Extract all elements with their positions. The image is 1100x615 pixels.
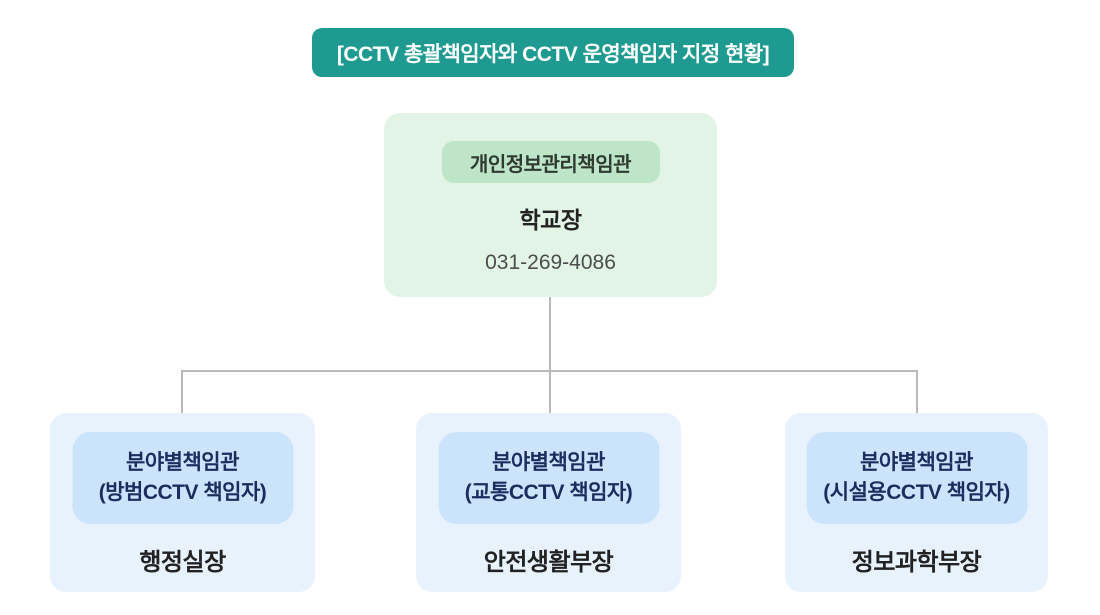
child-node-facility-cctv: 분야별책임관 (시설용CCTV 책임자) 정보과학부장 — [785, 413, 1048, 592]
child-node-crime-cctv: 분야별책임관 (방범CCTV 책임자) 행정실장 — [50, 413, 315, 592]
connector-stub-right — [916, 370, 918, 413]
connector-stub-middle — [549, 370, 551, 413]
child-role-badge: 분야별책임관 (시설용CCTV 책임자) — [806, 432, 1027, 524]
chart-title: [CCTV 총괄책임자와 CCTV 운영책임자 지정 현황] — [336, 42, 770, 66]
child-position-name: 정보과학부장 — [851, 549, 982, 576]
child-badge-line2: (방범CCTV 책임자) — [98, 481, 267, 504]
child-badge-line1: 분야별책임관 — [492, 451, 605, 474]
root-position-name: 학교장 — [519, 207, 582, 233]
root-node-privacy-manager: 개인정보관리책임관 학교장 031-269-4086 — [384, 113, 717, 297]
child-node-traffic-cctv: 분야별책임관 (교통CCTV 책임자) 안전생활부장 — [416, 413, 681, 592]
child-badge-line2: (시설용CCTV 책임자) — [823, 481, 1010, 504]
child-badge-line2: (교통CCTV 책임자) — [464, 481, 633, 504]
child-position-name: 행정실장 — [139, 549, 226, 576]
chart-title-banner: [CCTV 총괄책임자와 CCTV 운영책임자 지정 현황] — [312, 28, 794, 77]
child-role-badge: 분야별책임관 (방범CCTV 책임자) — [72, 432, 293, 524]
root-phone-number: 031-269-4086 — [485, 251, 616, 274]
child-role-badge: 분야별책임관 (교통CCTV 책임자) — [438, 432, 659, 524]
child-position-name: 안전생활부장 — [483, 549, 614, 576]
child-badge-line1: 분야별책임관 — [860, 451, 973, 474]
child-badge-line1: 분야별책임관 — [126, 451, 239, 474]
root-role-badge: 개인정보관리책임관 — [441, 141, 660, 183]
connector-vertical-root — [549, 297, 551, 371]
connector-stub-left — [181, 370, 183, 413]
